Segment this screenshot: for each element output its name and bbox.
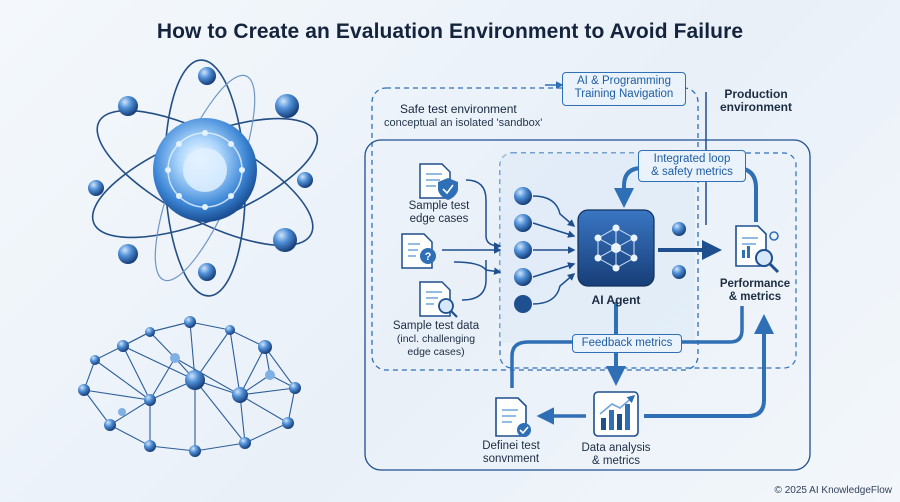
nav-pill: AI & Programming Training Navigation xyxy=(562,72,686,106)
production-env-line1: Production xyxy=(724,87,788,101)
analysis-label: Data analysis & metrics xyxy=(570,442,662,468)
loop-pill-line2: & safety metrics xyxy=(651,166,733,178)
ai-agent-box xyxy=(577,209,655,287)
performance-label: Performance & metrics xyxy=(712,278,798,304)
document-shield-icon xyxy=(419,163,458,200)
test-data-line2: (incl. challenging xyxy=(396,333,476,345)
define-env-line2: sonvnment xyxy=(482,453,540,465)
production-env-line2: environment xyxy=(719,100,792,114)
analysis-line1: Data analysis xyxy=(581,442,651,454)
define-env-label: Definei test sonvnment xyxy=(468,440,554,466)
svg-text:?: ? xyxy=(425,251,432,263)
nav-pill-line2: Training Navigation xyxy=(574,88,674,100)
edge-cases-line1: Sample test xyxy=(408,200,470,212)
test-data-line1: Sample test data xyxy=(392,320,480,332)
node-to-agent-connectors xyxy=(532,195,576,305)
analysis-chart-icon xyxy=(593,391,639,437)
ai-agent-label: AI Agent xyxy=(591,293,641,307)
analysis-to-performance-arrow xyxy=(644,314,774,418)
document-search-icon xyxy=(419,281,458,318)
test-data-line3: edge cases) xyxy=(407,346,465,358)
edge-cases-line2: edge cases xyxy=(409,213,469,225)
integrated-loop-pill: Integrated loop & safety metrics xyxy=(638,150,746,182)
performance-line2: & metrics xyxy=(728,291,782,303)
loop-pill-line1: Integrated loop xyxy=(653,153,731,165)
performance-report-icon xyxy=(735,225,780,274)
define-env-line1: Definei test xyxy=(482,440,540,452)
input-connectors xyxy=(442,179,502,301)
performance-line1: Performance xyxy=(719,278,791,290)
copyright-text: © 2025 AI KnowledgeFlow xyxy=(774,485,892,496)
feedback-to-define-line xyxy=(510,340,572,388)
feedback-metrics-pill: Feedback metrics xyxy=(572,334,682,353)
nav-pill-line1: AI & Programming xyxy=(577,75,671,87)
document-question-icon: ? xyxy=(401,233,436,269)
safe-env-subtitle: conceptual an isolated 'sandbox' xyxy=(384,117,543,129)
test-data-label: Sample test data (incl. challenging edge… xyxy=(382,320,490,359)
safe-environment-box xyxy=(371,87,699,371)
agent-output-nodes xyxy=(672,222,686,279)
analysis-line2: & metrics xyxy=(592,455,640,467)
production-environment-box xyxy=(364,139,811,471)
atom-illustration xyxy=(88,59,319,297)
page-title: How to Create an Evaluation Environment … xyxy=(156,20,744,43)
edge-cases-label: Sample test edge cases xyxy=(400,200,478,226)
input-node-column xyxy=(514,187,532,313)
define-environment-icon xyxy=(495,397,531,437)
safe-env-title: Safe test environment xyxy=(400,102,517,116)
production-env-label: Production environment xyxy=(712,88,800,114)
network-mesh-illustration xyxy=(78,316,301,457)
performance-feedback-line xyxy=(682,306,744,344)
